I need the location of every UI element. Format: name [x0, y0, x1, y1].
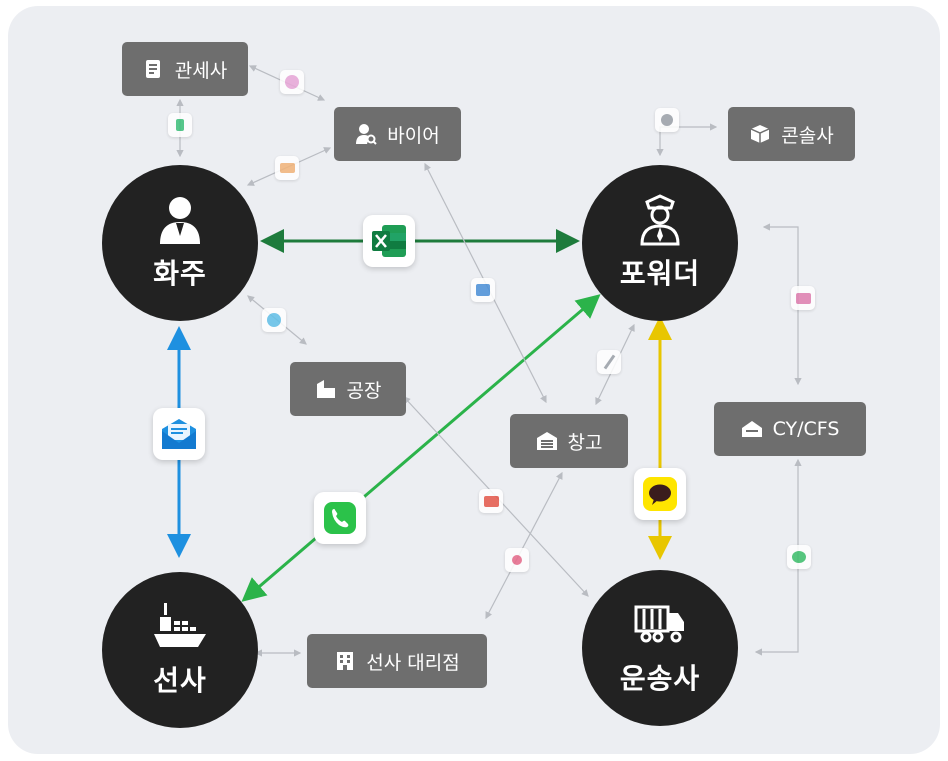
node-consol[interactable]: 콘솔사 [728, 107, 855, 161]
mini-mail-icon [791, 286, 815, 310]
mini-laptop-icon [275, 156, 299, 180]
hub-label: 선사 [153, 664, 207, 697]
hub-shipper[interactable]: 화주 [102, 165, 258, 321]
node-label: 콘솔사 [781, 124, 834, 147]
truck-icon [634, 605, 684, 643]
person-search-icon [356, 124, 377, 145]
node-factory[interactable]: 공장 [290, 362, 406, 416]
kakaotalk-channel-tile[interactable] [634, 468, 686, 520]
mini-gmail-icon [479, 489, 503, 513]
document-icon [145, 60, 160, 78]
phone-icon [324, 502, 356, 534]
email-channel-tile[interactable] [153, 408, 205, 460]
mini-pager-icon [168, 113, 192, 137]
node-warehouse[interactable]: 창고 [510, 414, 628, 468]
node-cycfs[interactable]: CY/CFS [714, 402, 866, 456]
minor-links [176, 65, 802, 657]
warehouse-icon [536, 432, 557, 450]
email-icon [162, 419, 196, 449]
node-label: 선사 대리점 [366, 651, 460, 674]
mini-pen-icon [597, 350, 621, 374]
building-icon [337, 652, 354, 670]
node-label: CY/CFS [772, 418, 840, 440]
mini-sms-icon [787, 545, 811, 569]
officer-icon [640, 194, 680, 246]
mini-outlook-icon [471, 278, 495, 302]
excel-channel-tile[interactable] [363, 215, 415, 267]
node-customs[interactable]: 관세사 [122, 42, 248, 96]
box-icon [750, 125, 770, 143]
kakaotalk-icon [643, 477, 677, 511]
node-carrier-agent[interactable]: 선사 대리점 [307, 634, 487, 688]
hub-trucker[interactable]: 운송사 [582, 570, 738, 726]
node-label: 공장 [346, 379, 382, 402]
hub-label: 화주 [153, 257, 207, 290]
hub-label: 포워더 [619, 257, 701, 290]
mini-phone-icon [655, 108, 679, 132]
mini-message-icon [262, 308, 286, 332]
person-icon [160, 197, 200, 244]
node-label: 관세사 [174, 59, 228, 82]
node-label: 창고 [567, 431, 603, 454]
excel-icon [372, 225, 406, 257]
phone-channel-tile[interactable] [314, 492, 366, 544]
mini-chat-icon [280, 70, 304, 94]
hub-label: 운송사 [619, 662, 701, 695]
node-buyer[interactable]: 바이어 [334, 107, 461, 161]
hub-forwarder[interactable]: 포워더 [582, 165, 738, 321]
mini-share-icon [505, 548, 529, 572]
factory-icon [316, 380, 335, 398]
hub-carrier[interactable]: 선사 [102, 572, 258, 728]
ship-icon [154, 603, 206, 647]
node-label: 바이어 [387, 124, 440, 147]
depot-icon [741, 421, 762, 437]
